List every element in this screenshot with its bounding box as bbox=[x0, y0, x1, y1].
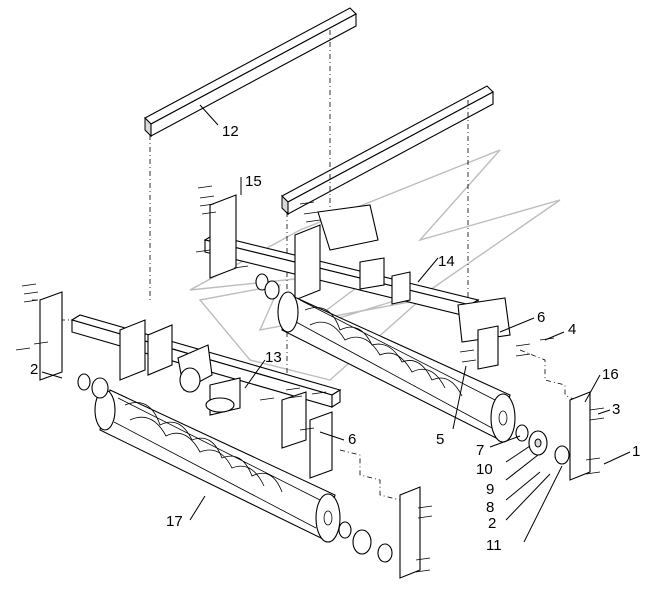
upper-flat-bar bbox=[144, 7, 357, 138]
upper-frame-beam bbox=[203, 194, 511, 370]
callout-17: 17 bbox=[166, 513, 183, 530]
callout-16: 16 bbox=[602, 366, 619, 383]
callout-6-lower: 6 bbox=[348, 431, 356, 448]
callout-5: 5 bbox=[436, 431, 444, 448]
callout-10: 10 bbox=[476, 461, 493, 478]
callout-13: 13 bbox=[265, 349, 282, 366]
callout-15: 15 bbox=[245, 173, 262, 190]
callout-12: 12 bbox=[222, 123, 239, 140]
callout-2-left: 2 bbox=[30, 361, 38, 378]
lower-roller-drum bbox=[94, 389, 341, 543]
callout-3: 3 bbox=[612, 401, 620, 418]
callout-7: 7 bbox=[476, 442, 484, 459]
bearings-and-washers bbox=[77, 273, 570, 563]
upper-roller-drum bbox=[277, 291, 516, 443]
callout-6-upper: 6 bbox=[537, 309, 545, 326]
callout-2-right: 2 bbox=[488, 515, 496, 532]
lower-frame-beam bbox=[39, 291, 342, 479]
leader-lines bbox=[41, 104, 631, 543]
callouts: 12 15 14 6 4 13 2 6 16 3 5 7 1 10 9 8 17… bbox=[30, 123, 640, 554]
right-end-plates bbox=[399, 391, 591, 579]
callout-1: 1 bbox=[632, 443, 640, 460]
callout-9: 9 bbox=[486, 481, 494, 498]
callout-4: 4 bbox=[568, 321, 576, 338]
second-flat-bar bbox=[281, 85, 494, 216]
callout-11: 11 bbox=[486, 537, 502, 554]
callout-14: 14 bbox=[438, 253, 455, 270]
callout-8: 8 bbox=[486, 499, 494, 516]
